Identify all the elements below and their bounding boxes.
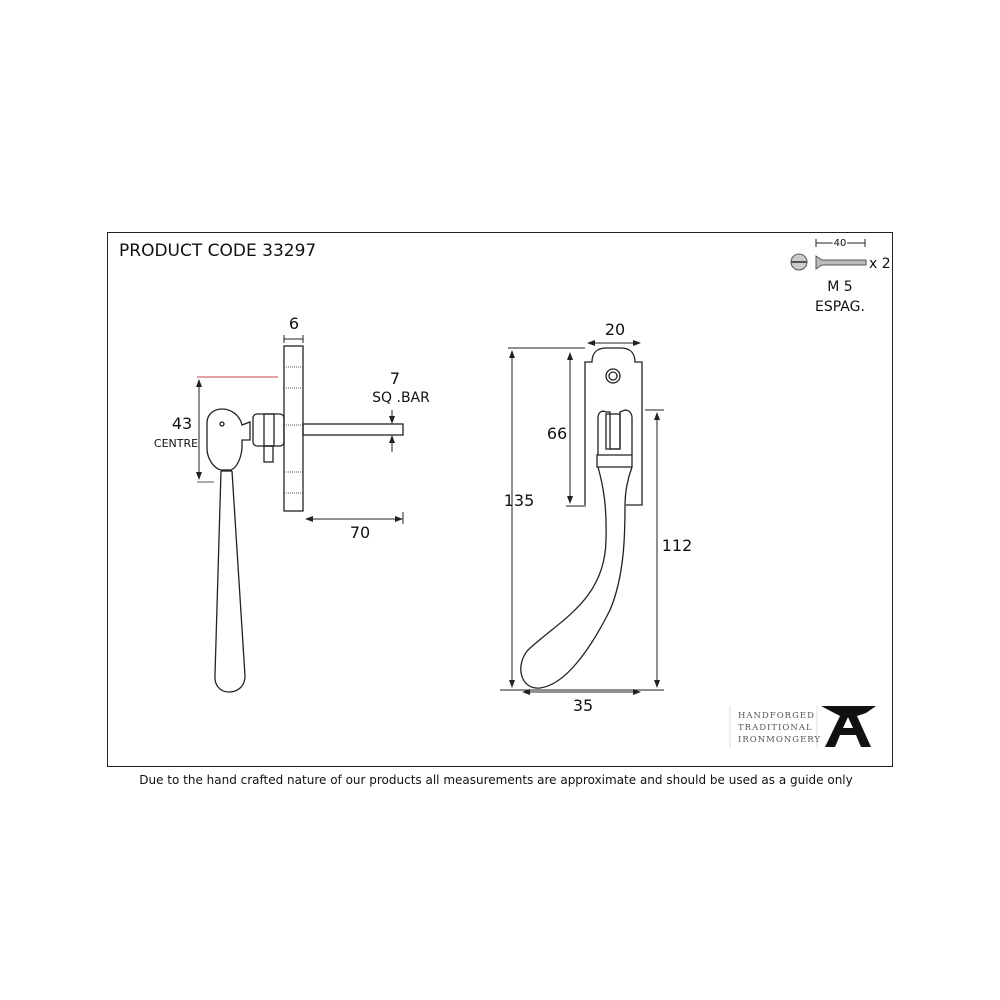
disclaimer-footer: Due to the hand crafted nature of our pr… [139, 773, 853, 787]
bar-label: SQ .BAR [372, 390, 430, 406]
screw-type: ESPAG. [815, 299, 865, 315]
screw-qty: x 2 [869, 256, 891, 272]
bar-size-dim: 7 [390, 369, 400, 388]
logo-line-3: IRONMONGERY [738, 735, 821, 745]
screw-size: M 5 [827, 279, 852, 295]
plate-height-dim: 66 [547, 424, 567, 443]
brand-logo: HANDFORGED TRADITIONAL IRONMONGERY [729, 706, 876, 748]
width-dim: 20 [605, 320, 625, 339]
product-code-title: PRODUCT CODE 33297 [119, 241, 316, 261]
screw-icon [790, 239, 867, 271]
handle-height-dim: 112 [662, 536, 693, 555]
logo-line-2: TRADITIONAL [738, 723, 813, 733]
plate-thickness-dim: 6 [289, 314, 299, 333]
drawing-frame [107, 232, 893, 767]
centre-dim: 43 [172, 414, 192, 433]
front-view [500, 340, 664, 695]
bar-length-dim: 70 [350, 523, 370, 542]
screw-length: 40 [834, 238, 847, 249]
overall-height-dim: 135 [504, 491, 535, 510]
anvil-icon [821, 706, 876, 747]
side-view [196, 335, 404, 693]
centre-label: CENTRE [154, 437, 198, 450]
logo-line-1: HANDFORGED [738, 711, 815, 721]
projection-dim: 35 [573, 696, 593, 715]
